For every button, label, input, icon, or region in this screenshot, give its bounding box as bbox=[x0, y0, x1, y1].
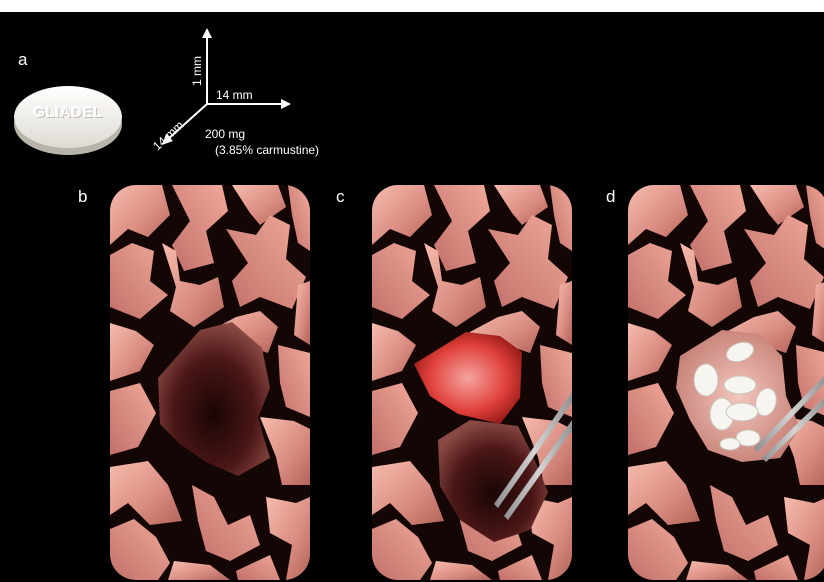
panel-b-brain bbox=[110, 185, 310, 580]
thickness-label: 1 mm bbox=[190, 56, 204, 86]
width-label: 14 mm bbox=[216, 88, 253, 102]
panel-d-brain bbox=[628, 185, 824, 580]
concentration-label: (3.85% carmustine) bbox=[215, 143, 319, 157]
wafer-brand-label: GLIADEL bbox=[18, 104, 118, 121]
dose-label: 200 mg bbox=[205, 127, 245, 141]
panel-c-brain bbox=[372, 185, 575, 580]
